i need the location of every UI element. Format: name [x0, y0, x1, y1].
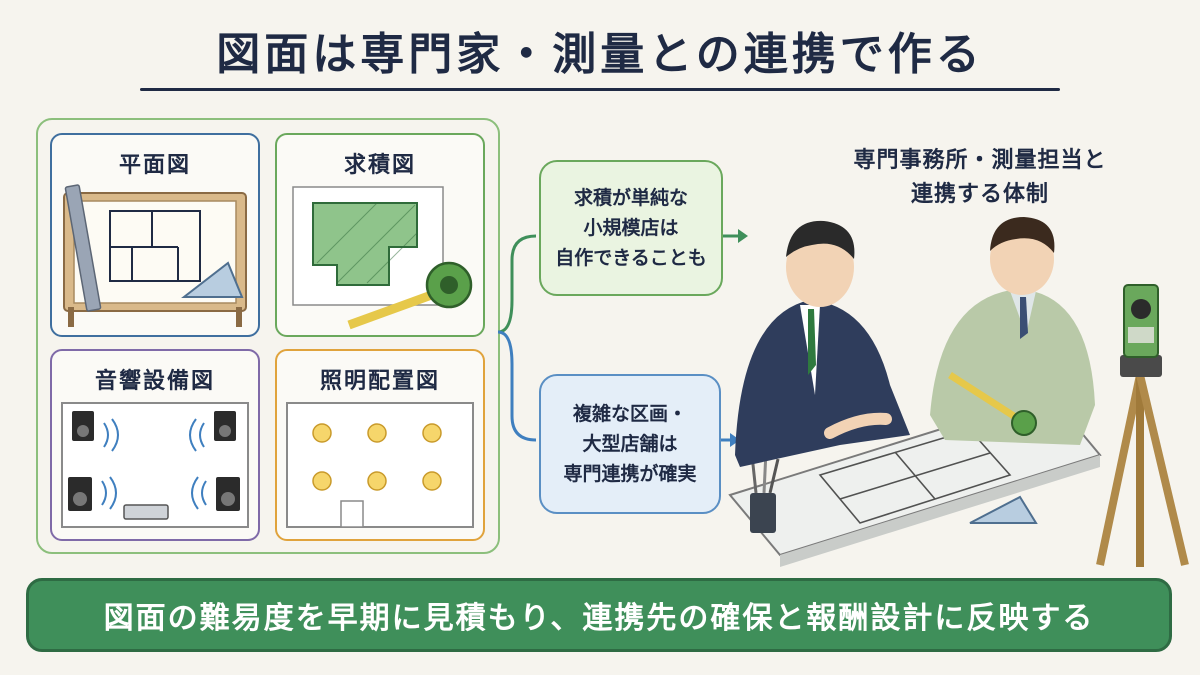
drawing-types-group [36, 118, 500, 554]
light-bulb-icon [312, 423, 442, 491]
amplifier-icon [123, 504, 169, 520]
surveyor-tripod-icon [1096, 284, 1189, 567]
collaboration-illustration [728, 217, 1189, 567]
title-underline [140, 88, 1060, 91]
note-simple-small-store: 求積が単純な 小規模店は 自作できることも [539, 160, 723, 296]
tape-measure-icon [347, 261, 473, 330]
note-complex-line-3: 専門連携が確実 [563, 463, 697, 485]
card-floor-plan: 平面図 [50, 133, 260, 337]
note-simple-line-1: 求積が単純な [573, 187, 688, 209]
note-complex-line-2: 大型店舗は [582, 433, 678, 455]
card-sound-equipment-title: 音響設備図 [94, 369, 215, 394]
page-title: 図面は専門家・測量との連携で作る [216, 29, 984, 80]
person-surveyor [930, 217, 1095, 445]
card-area-calc-title: 求積図 [343, 153, 416, 178]
pen-cup-icon [750, 450, 780, 533]
arrow-right-blue-icon [730, 433, 740, 447]
card-sound-equipment: 音響設備図 [50, 349, 260, 541]
sound-plan-illustration [61, 402, 249, 528]
triangle-ruler-icon [969, 495, 1038, 524]
lighting-plan-illustration [286, 402, 474, 528]
drafting-board-icon [63, 184, 247, 327]
note-complex-line-1: 複雑な区画・ [572, 403, 687, 425]
note-simple-line-3: 自作できることも [555, 247, 707, 269]
summary-banner: 図面の難易度を早期に見積もり、連携先の確保と報酬設計に反映する [26, 578, 1172, 652]
staff-caption-line-2: 連携する体制 [910, 182, 1049, 207]
area-plan-icon [292, 186, 444, 306]
staff-caption: 専門事務所・測量担当と 連携する体制 [780, 144, 1180, 212]
card-area-calc: 求積図 [275, 133, 485, 337]
note-complex-large-store: 複雑な区画・ 大型店舗は 専門連携が確実 [539, 374, 721, 514]
card-floor-plan-title: 平面図 [118, 153, 191, 178]
note-simple-line-2: 小規模店は [583, 217, 679, 239]
arrow-right-green-icon [738, 229, 748, 243]
staff-caption-line-1: 専門事務所・測量担当と [853, 148, 1107, 173]
person-office-staff [735, 220, 910, 467]
card-lighting-layout: 照明配置図 [275, 349, 485, 541]
speaker-icon [68, 411, 240, 511]
branch-connectors [497, 229, 748, 447]
card-lighting-layout-title: 照明配置図 [319, 369, 440, 394]
